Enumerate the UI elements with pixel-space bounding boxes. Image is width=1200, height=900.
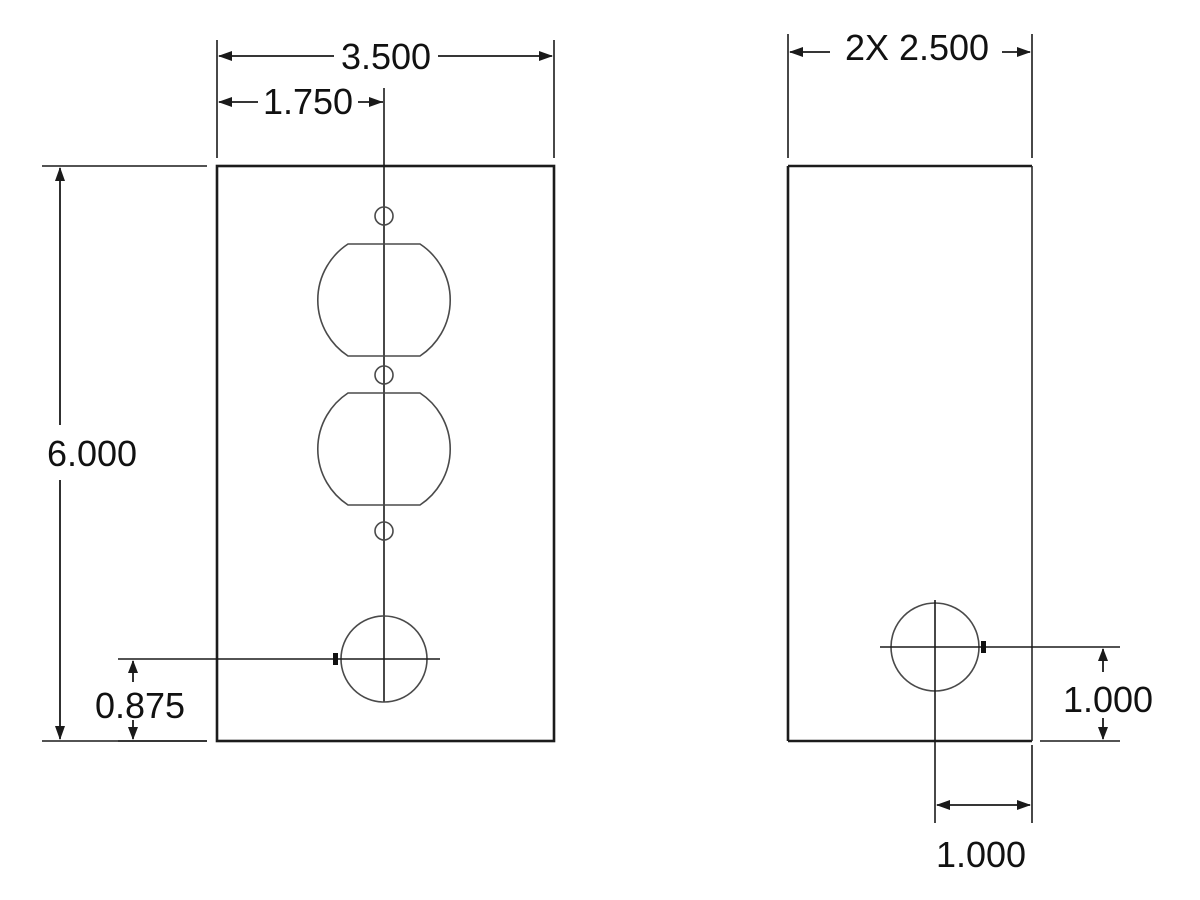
- width-arrow-left: [218, 51, 232, 61]
- width-arrow-right: [539, 51, 553, 61]
- front-hole-dimension-mark: [333, 653, 338, 665]
- front-view: 3.500 1.750 6.000 0.875: [42, 36, 556, 743]
- height-arrow-top: [55, 167, 65, 181]
- top-screw-hole: [374, 206, 394, 226]
- upper-receptacle-opening: [316, 243, 452, 357]
- middle-screw-hole: [374, 365, 394, 385]
- side-hole-offset-label: 1.000: [936, 834, 1026, 875]
- side-hole-height-label: 1.000: [1063, 679, 1153, 720]
- lower-receptacle-opening: [316, 392, 452, 506]
- offset-arrow-right: [369, 97, 383, 107]
- hole-height-arrow-bottom: [128, 727, 138, 740]
- side-width-arrow-right: [1017, 47, 1031, 57]
- side-hole-offset-arrow-right: [1017, 800, 1031, 810]
- overall-width-label: 3.500: [341, 36, 431, 77]
- side-width-arrow-left: [789, 47, 803, 57]
- hole-height-arrow-top: [128, 660, 138, 673]
- bottom-screw-hole: [374, 521, 394, 541]
- side-hole-dimension-mark: [981, 641, 986, 653]
- height-arrow-bottom: [55, 726, 65, 740]
- side-width-label: 2X 2.500: [845, 27, 989, 68]
- front-hole-height-label: 0.875: [95, 685, 185, 726]
- offset-arrow-left: [218, 97, 232, 107]
- overall-height-label: 6.000: [47, 433, 137, 474]
- side-view: 2X 2.500 1.000 1.000: [786, 27, 1153, 875]
- side-hole-offset-arrow-left: [936, 800, 950, 810]
- side-hole-height-arrow-bottom: [1098, 727, 1108, 740]
- center-offset-label: 1.750: [263, 81, 353, 122]
- front-plate-outline: [215, 164, 556, 743]
- side-hole-height-arrow-top: [1098, 648, 1108, 661]
